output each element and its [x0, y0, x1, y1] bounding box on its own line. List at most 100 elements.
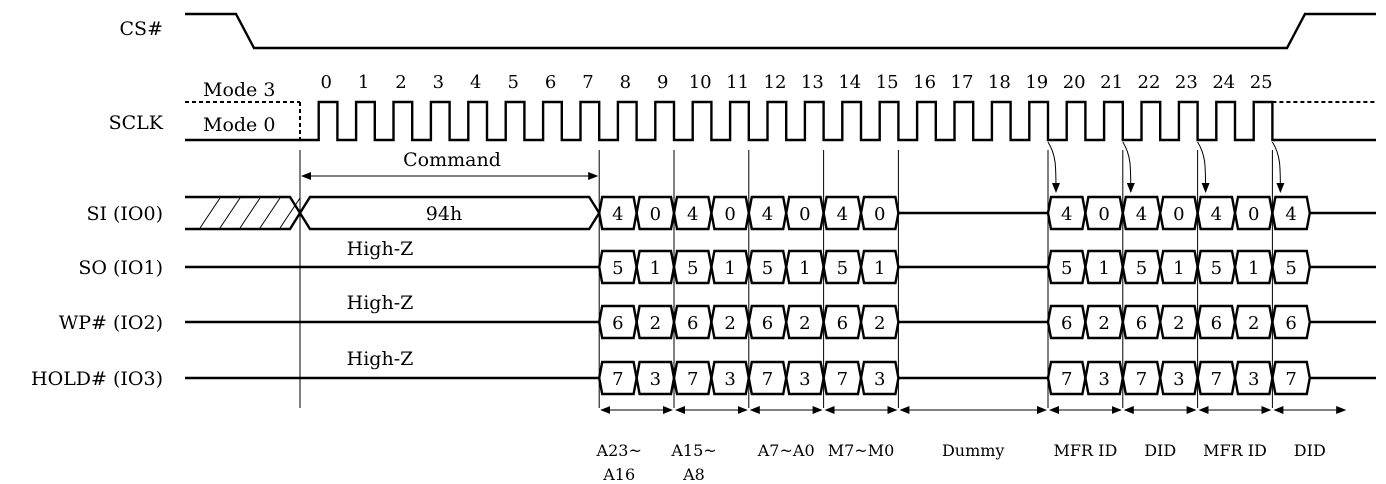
- mode0-label: Mode 0: [203, 114, 275, 136]
- hold-addr-cell-label: 3: [650, 369, 661, 390]
- clock-output-arrow: [1047, 141, 1060, 193]
- segment-label: DID: [1294, 441, 1326, 460]
- segment-label: A16: [602, 465, 635, 484]
- wp-addr-cell-label: 2: [874, 313, 885, 334]
- segment-label: DID: [1144, 441, 1176, 460]
- clock-number: 12: [764, 72, 787, 93]
- clock-output-arrow: [1197, 141, 1210, 193]
- hold-out-cell-label: 7: [1136, 369, 1147, 390]
- clock-number: 20: [1063, 72, 1086, 93]
- so-addr-cell-label: 1: [724, 258, 735, 279]
- so-high-z-label: High-Z: [347, 238, 414, 260]
- hold-addr-cell-label: 3: [874, 369, 885, 390]
- so-addr-cell-label: 1: [874, 258, 885, 279]
- wp-addr-cell-label: 6: [687, 313, 698, 334]
- segment-label: A15~: [670, 441, 716, 460]
- wp-addr-cell-label: 2: [799, 313, 810, 334]
- clock-number: 18: [988, 72, 1011, 93]
- so-out-cell-label: 5: [1211, 258, 1222, 279]
- hold-addr-cell-label: 7: [837, 369, 848, 390]
- timing-guides: [299, 150, 1273, 408]
- wp-addr-cell-label: 6: [612, 313, 623, 334]
- cs-waveform: [185, 12, 1376, 50]
- so-addr-cell-label: 1: [650, 258, 661, 279]
- si-addr-cell-label: 0: [724, 204, 735, 225]
- so-out-cell-label: 1: [1248, 258, 1259, 279]
- so-out-cell-label: 5: [1136, 258, 1147, 279]
- clock-number: 4: [470, 72, 481, 93]
- si-out-cell-label: 4: [1285, 204, 1296, 225]
- clock-number: 24: [1212, 72, 1235, 93]
- wp-out-cell-label: 2: [1098, 313, 1109, 334]
- clock-number: 2: [395, 72, 406, 93]
- si-addr-cell-label: 4: [762, 204, 773, 225]
- wp-addr-cell-label: 2: [650, 313, 661, 334]
- so-out-cell-label: 5: [1061, 258, 1072, 279]
- so-addr-cell-label: 5: [687, 258, 698, 279]
- wp-out-cell-label: 6: [1211, 313, 1222, 334]
- wp-out-cell-label: 6: [1061, 313, 1072, 334]
- clock-number: 14: [838, 72, 861, 93]
- si-addr-cell-label: 0: [874, 204, 885, 225]
- si-hatch-line: [259, 197, 281, 229]
- si-hatch-line: [279, 197, 301, 229]
- clock-number: 0: [320, 72, 331, 93]
- segment-label: Dummy: [942, 441, 1005, 460]
- si-addr-cell-label: 0: [799, 204, 810, 225]
- segment-label: A23~: [596, 441, 642, 460]
- so-addr-cell-label: 5: [612, 258, 623, 279]
- clock-number: 8: [620, 72, 631, 93]
- si-addr-cell-label: 4: [837, 204, 848, 225]
- clock-number: 3: [433, 72, 444, 93]
- so-out-cell-label: 5: [1285, 258, 1296, 279]
- hold-out-cell-label: 3: [1173, 369, 1184, 390]
- clock-to-output-arrows: [1047, 141, 1285, 193]
- si-out-cell-label: 4: [1211, 204, 1222, 225]
- si-addr-cell-label: 4: [612, 204, 623, 225]
- sclk-line: [185, 100, 1376, 142]
- clock-number: 15: [876, 72, 899, 93]
- so-out-cell-label: 1: [1098, 258, 1109, 279]
- hold-addr-cell-label: 7: [687, 369, 698, 390]
- si-out-cell-label: 4: [1061, 204, 1072, 225]
- clock-number: 23: [1175, 72, 1198, 93]
- si-out-cell-label: 0: [1248, 204, 1259, 225]
- hold-addr-cell-label: 3: [799, 369, 810, 390]
- clock-number: 17: [951, 72, 974, 93]
- hold-out-cell-label: 7: [1285, 369, 1296, 390]
- wp-out-cell-label: 6: [1285, 313, 1296, 334]
- hold-out-cell-label: 7: [1211, 369, 1222, 390]
- so-addr-cell-label: 1: [799, 258, 810, 279]
- si-hatch-line: [199, 197, 221, 229]
- hold-addr-cell-label: 3: [724, 369, 735, 390]
- clock-number: 19: [1025, 72, 1048, 93]
- clock-number: 7: [582, 72, 593, 93]
- mode3-label: Mode 3: [203, 79, 275, 101]
- hold-addr-cell-label: 7: [762, 369, 773, 390]
- hold-out-cell-label: 7: [1061, 369, 1072, 390]
- command-label: Command: [403, 149, 501, 171]
- sclk-waveform: [185, 100, 1376, 142]
- hold-out-cell-label: 3: [1248, 369, 1259, 390]
- clock-number: 10: [689, 72, 712, 93]
- wp-addr-cell-label: 2: [724, 313, 735, 334]
- segment-label: A8: [682, 465, 705, 484]
- segment-label: A7~A0: [757, 441, 815, 460]
- segment-label: M7~M0: [828, 441, 895, 460]
- clock-number: 22: [1138, 72, 1161, 93]
- signal-label-sclk: SCLK: [109, 112, 164, 134]
- signal-label-wp: WP# (IO2): [59, 312, 163, 334]
- clock-number: 5: [507, 72, 518, 93]
- wp-out-cell-label: 2: [1173, 313, 1184, 334]
- command-value: 94h: [426, 203, 462, 225]
- signal-label-cs: CS#: [120, 18, 163, 40]
- wp-addr-cell-label: 6: [837, 313, 848, 334]
- si-out-cell-label: 0: [1173, 204, 1184, 225]
- si-addr-cell-label: 0: [650, 204, 661, 225]
